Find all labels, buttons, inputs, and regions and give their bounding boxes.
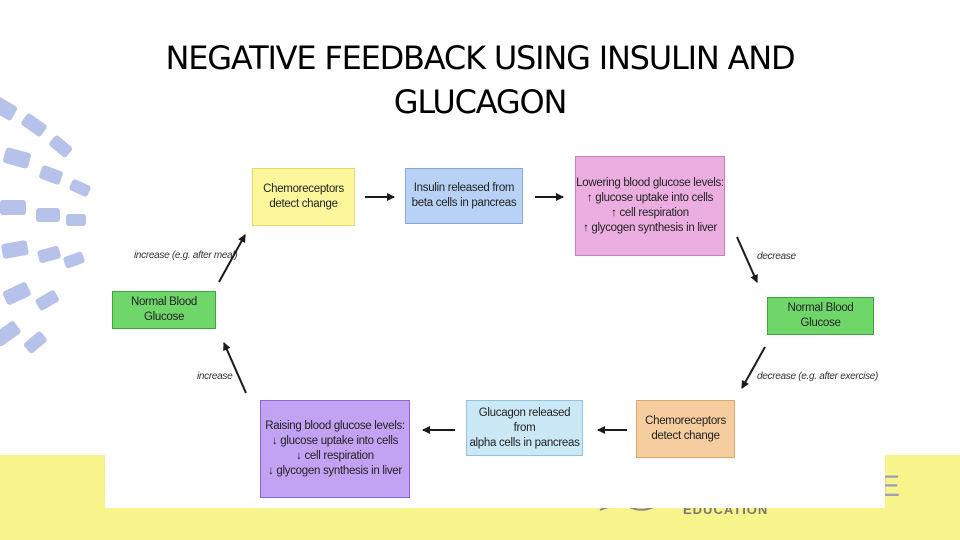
slide-title: NEGATIVE FEEDBACK USING INSULIN AND GLUC… <box>80 36 880 124</box>
chemoreceptors-top-box: Chemoreceptors detect change <box>252 168 355 226</box>
footer-logo-letter: E <box>880 470 901 503</box>
lowering-glucose-box: Lowering blood glucose levels: ↑ glucose… <box>575 156 725 256</box>
normal-glucose-right-box: Normal Blood Glucose <box>767 297 874 335</box>
label-increase-after-meal: increase (e.g. after meal) <box>134 250 238 261</box>
slide-title-line2: GLUCAGON <box>393 83 568 121</box>
normal-glucose-left-box: Normal Blood Glucose <box>112 291 216 329</box>
chemoreceptors-bottom-box: Chemoreceptors detect change <box>636 400 735 458</box>
insulin-release-box: Insulin released from beta cells in panc… <box>405 168 523 224</box>
label-increase: increase <box>197 371 233 382</box>
glucagon-release-box: Glucagon released from alpha cells in pa… <box>466 400 583 456</box>
slide-title-line1: NEGATIVE FEEDBACK USING INSULIN AND <box>165 39 796 77</box>
label-decrease: decrease <box>757 251 796 262</box>
label-decrease-after-exercise: decrease (e.g. after exercise) <box>757 371 879 382</box>
raising-glucose-box: Raising blood glucose levels: ↓ glucose … <box>260 400 410 498</box>
decorative-dots-arc <box>0 95 91 354</box>
